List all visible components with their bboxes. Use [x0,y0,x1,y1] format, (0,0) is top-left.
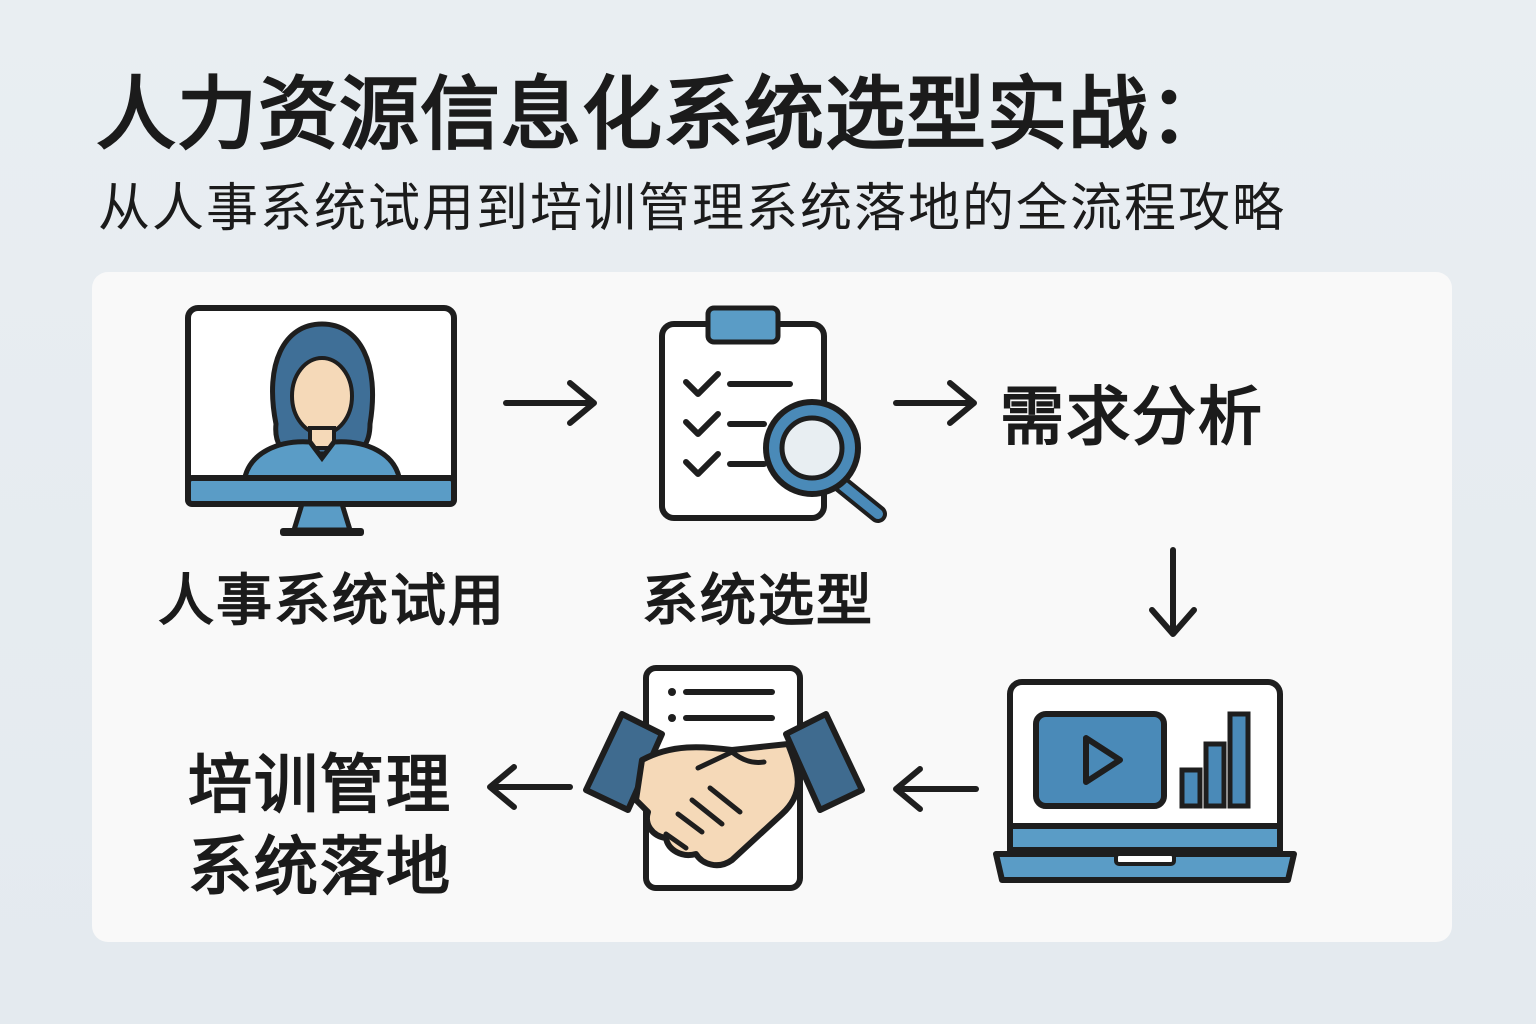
step-label-system-selection: 系统选型 [642,569,874,634]
arrow-left-icon [893,766,979,812]
step-label-hr-trial: 人事系统试用 [158,569,506,634]
page-title: 人力资源信息化系统选型实战： [96,68,1230,161]
arrow-left-icon [487,764,573,810]
step-label-training-rollout-line2: 系统落地 [188,831,452,905]
clipboard-search-icon [659,305,887,523]
handshake-document-icon [583,665,865,891]
step-label-requirements-analysis: 需求分析 [1000,381,1264,455]
step-label-training-rollout-line1: 培训管理 [188,749,452,823]
arrow-right-icon [893,380,977,426]
person-monitor-icon [185,305,457,536]
laptop-video-chart-icon [993,679,1297,883]
arrow-down-icon [1149,547,1197,637]
page-subtitle: 从人事系统试用到培训管理系统落地的全流程攻略 [98,179,1287,239]
arrow-right-icon [503,380,597,426]
